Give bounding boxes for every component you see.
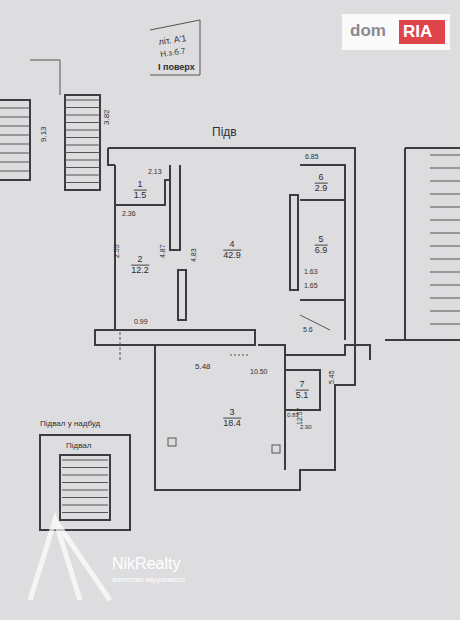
stair-tread — [65, 137, 100, 138]
dimension-label: 2.55 — [113, 244, 120, 258]
stair-tread — [0, 108, 30, 109]
stair-tread — [65, 167, 100, 168]
room-area: 62.9 — [312, 171, 331, 196]
stair-tread — [430, 311, 460, 312]
room-number: 4 — [223, 240, 241, 251]
watermark-box — [342, 14, 450, 50]
walls — [0, 95, 460, 530]
stair-tread — [62, 490, 108, 491]
stair-tread — [0, 135, 30, 136]
dimension-label: 9.13 — [40, 126, 48, 142]
room-number: 7 — [296, 380, 309, 391]
dimension-label: 5.45 — [328, 370, 335, 384]
watermark-text: dom — [350, 22, 386, 39]
dimension-label: Підвал у надбуд — [40, 420, 100, 428]
stair-tread — [430, 194, 460, 195]
room-area: 212.2 — [128, 253, 152, 278]
stair-tread — [65, 160, 100, 161]
dimension-label: 10.50 — [250, 368, 268, 375]
watermark-text: RIA — [403, 23, 432, 40]
watermark-text: NikRealty — [112, 556, 180, 572]
stair-tread — [430, 259, 460, 260]
stair-tread — [430, 324, 460, 325]
stair-tread — [430, 246, 460, 247]
stair-treads — [0, 100, 460, 513]
stair-tread — [0, 117, 30, 118]
room-area-value: 6.9 — [315, 246, 328, 256]
stair-tread — [430, 220, 460, 221]
room-number: 6 — [315, 173, 328, 184]
room-area-value: 5.1 — [296, 391, 309, 401]
dimension-label: І поверх — [158, 63, 195, 72]
dimension-label: 0.83 — [287, 412, 299, 418]
dimension-label: 3.82 — [103, 109, 111, 125]
stair-tread — [430, 233, 460, 234]
dimension-label: 5.6 — [303, 326, 313, 333]
dimension-label: 4.87 — [159, 244, 166, 258]
stair-tread — [65, 122, 100, 123]
room-number: 1 — [134, 180, 147, 191]
stair-tread — [62, 467, 108, 468]
dimension-label: 4.83 — [190, 248, 197, 262]
dimension-label: 5.48 — [195, 363, 211, 371]
stair-tread — [62, 482, 108, 483]
watermark-badge — [399, 20, 445, 44]
stair-tread — [65, 182, 100, 183]
room-area-value: 2.9 — [315, 184, 328, 194]
stair-tread — [430, 168, 460, 169]
stair-tread — [62, 475, 108, 476]
stair-tread — [430, 298, 460, 299]
stair-tread — [65, 130, 100, 131]
room-number: 2 — [131, 255, 149, 266]
stair-tread — [0, 126, 30, 127]
room-area: 75.1 — [293, 378, 312, 403]
room-area-value: 1.5 — [134, 191, 147, 201]
stair-tread — [430, 207, 460, 208]
room-number: 5 — [315, 235, 328, 246]
stair-tread — [430, 285, 460, 286]
stair-tread — [430, 181, 460, 182]
room-area: 442.9 — [220, 238, 244, 263]
room-number: 3 — [223, 408, 241, 419]
stair-tread — [65, 145, 100, 146]
room-area-value: 42.9 — [223, 251, 241, 261]
stair-tread — [62, 460, 108, 461]
dimension-label: 2.36 — [122, 210, 136, 217]
stair-tread — [65, 175, 100, 176]
dimension-label: Н.з.б.7 — [160, 47, 186, 58]
details — [30, 20, 330, 453]
room-area: 318.4 — [220, 406, 244, 431]
stair-tread — [0, 162, 30, 163]
stair-tread — [62, 512, 108, 513]
plan-heading: Підв — [212, 126, 237, 138]
stair-tread — [0, 144, 30, 145]
stair-tread — [0, 153, 30, 154]
room-area-value: 18.4 — [223, 419, 241, 429]
dimension-label: 2.13 — [148, 168, 162, 175]
dimension-label: 1.65 — [304, 282, 318, 289]
stair-tread — [62, 505, 108, 506]
stair-tread — [430, 155, 460, 156]
dimension-label: 1.63 — [304, 268, 318, 275]
dimension-label: 0.99 — [134, 318, 148, 325]
stair-tread — [62, 497, 108, 498]
watermark-logo — [30, 520, 110, 600]
room-area-value: 12.2 — [131, 266, 149, 276]
stair-tread — [65, 152, 100, 153]
watermark-text: агентство нерухомості — [112, 576, 185, 583]
dimension-label: Підвал — [66, 442, 91, 450]
stair-tread — [0, 171, 30, 172]
stair-tread — [65, 115, 100, 116]
dimension-label: 6.85 — [305, 153, 319, 160]
stair-tread — [430, 272, 460, 273]
dimension-label: 2.90 — [300, 424, 312, 430]
stair-tread — [65, 100, 100, 101]
dimension-label: літ. А'1 — [158, 34, 187, 47]
room-area: 11.5 — [131, 178, 150, 203]
stair-tread — [65, 107, 100, 108]
room-area: 56.9 — [312, 233, 331, 258]
